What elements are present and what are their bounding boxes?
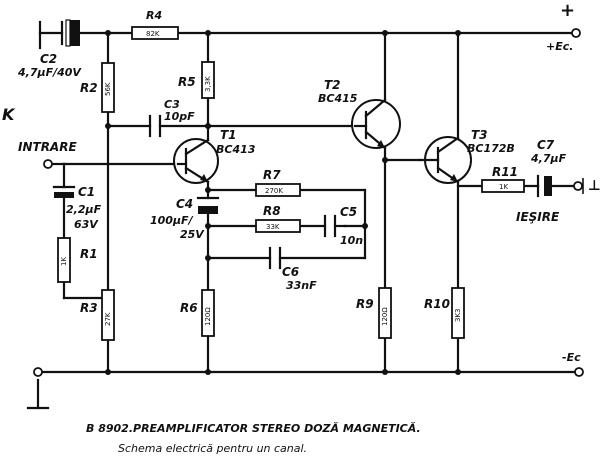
c1-label: C1 xyxy=(78,185,95,199)
r5-value: 3,3K xyxy=(204,76,212,92)
resistor-r3 xyxy=(101,289,115,341)
c1-value: 2,2μF xyxy=(66,203,102,216)
r11-value: 1K xyxy=(499,183,508,191)
t1-label: T1 xyxy=(220,128,237,142)
resistor-r4 xyxy=(131,26,179,40)
resistor-r10 xyxy=(451,287,465,339)
t1-part: BC413 xyxy=(216,143,256,156)
r1-value: 1K xyxy=(60,257,68,266)
c6-value: 33nF xyxy=(286,279,317,292)
capacitor-c3 xyxy=(148,114,162,138)
t2-part: BC415 xyxy=(318,92,358,105)
wiring xyxy=(26,20,577,410)
supply-top-label: +Ec. xyxy=(546,40,573,53)
r4-label: R4 xyxy=(146,9,162,22)
r11-label: R11 xyxy=(492,165,518,179)
c4-voltage: 25V xyxy=(180,228,205,241)
r6-label: R6 xyxy=(180,301,198,315)
r7-value: 270K xyxy=(265,187,283,195)
c3-label: C3 xyxy=(164,98,180,111)
r2-label: R2 xyxy=(80,81,98,95)
resistor-r2 xyxy=(101,62,115,113)
t2-label: T2 xyxy=(324,78,341,92)
resistor-r5 xyxy=(201,61,215,99)
supply-plus-label: + xyxy=(560,0,575,21)
resistor-r11 xyxy=(481,179,525,193)
resistor-r9 xyxy=(378,287,392,339)
r3-label: R3 xyxy=(80,301,98,315)
transistor-t1 xyxy=(173,138,219,184)
caption-subtitle: Schema electrică pentru un canal. xyxy=(118,442,307,455)
r5-label: R5 xyxy=(178,75,196,89)
c6-label: C6 xyxy=(282,265,299,279)
r6-value: 120Ω xyxy=(204,307,212,326)
terminal-supply-top xyxy=(571,28,581,38)
capacitor-c4 xyxy=(196,196,220,214)
r10-label: R10 xyxy=(424,297,450,311)
capacitor-c7 xyxy=(536,174,552,198)
r10-value: 3K3 xyxy=(454,309,462,323)
r9-value: 120Ω xyxy=(381,307,389,326)
transistor-t2 xyxy=(351,98,401,150)
resistor-r7 xyxy=(255,183,301,197)
terminal-ground xyxy=(33,367,43,377)
c7-label: C7 xyxy=(537,138,555,152)
capacitors: C2 4,7μF/40V C3 10pF C1 2,2μF 63V C4 100… xyxy=(17,19,567,292)
resistor-r1 xyxy=(57,237,71,283)
c4-value: 100μF/ xyxy=(150,214,194,227)
c7-value: 4,7μF xyxy=(530,152,567,165)
t3-label: T3 xyxy=(471,128,488,142)
c2-value: 4,7μF/40V xyxy=(17,66,82,79)
resistor-r8 xyxy=(255,219,301,233)
r2-value: 56K xyxy=(104,82,112,96)
c5-value: 10n xyxy=(340,234,363,247)
caption-title: B 8902.PREAMPLIFICATOR STEREO DOZĂ MAGNE… xyxy=(86,422,421,435)
resistor-r6 xyxy=(201,289,215,337)
supply-bottom-label: -Ec xyxy=(562,351,581,364)
output-label: IEŞIRE xyxy=(516,210,560,224)
capacitor-c1 xyxy=(52,185,76,198)
terminal-output xyxy=(573,181,583,191)
transistors: T1 BC413 T2 BC415 T3 BC172B xyxy=(173,78,515,184)
capacitor-c2 xyxy=(60,19,80,47)
terminal-labels: INTRARE IEŞIRE + +Ec. -Ec K ⊥ xyxy=(2,0,600,364)
c2-label: C2 xyxy=(40,52,57,66)
transistor-t3 xyxy=(418,136,472,184)
capacitor-c5 xyxy=(323,214,347,238)
terminal-input xyxy=(43,159,53,169)
c5-label: C5 xyxy=(340,205,357,219)
t3-part: BC172B xyxy=(467,142,515,155)
resistors: 82K R4 56K R2 3,3K R5 1K R1 27K R3 120Ω … xyxy=(57,9,525,341)
r1-label: R1 xyxy=(80,247,98,261)
r8-label: R8 xyxy=(263,204,281,218)
capacitor-c6 xyxy=(268,246,282,270)
minus-left-label: K xyxy=(2,105,16,124)
r3-value: 27K xyxy=(104,312,112,326)
input-label: INTRARE xyxy=(18,140,77,154)
terminals xyxy=(33,28,584,377)
junction-dots xyxy=(105,30,461,375)
c1-voltage: 63V xyxy=(74,218,99,231)
r7-label: R7 xyxy=(263,168,281,182)
c4-label: C4 xyxy=(176,197,193,211)
minus-right-label: ⊥ xyxy=(588,178,600,194)
r9-label: R9 xyxy=(356,297,374,311)
r4-value: 82K xyxy=(146,30,160,38)
terminal-supply-bottom xyxy=(574,367,584,377)
c3-value: 10pF xyxy=(164,110,195,123)
r8-value: 33K xyxy=(266,223,280,231)
